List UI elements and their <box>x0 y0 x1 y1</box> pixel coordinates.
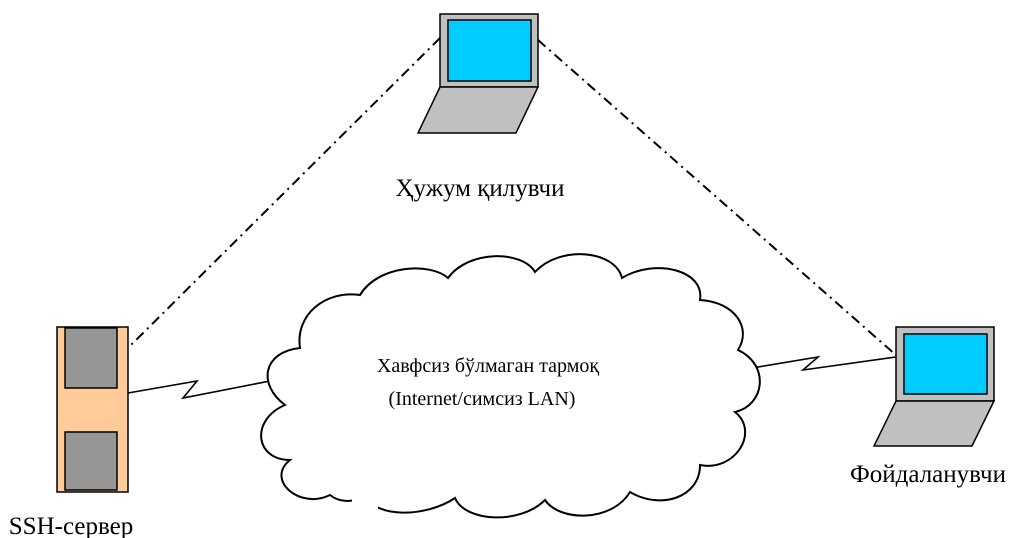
link-attacker-user <box>537 39 898 357</box>
server-icon <box>56 326 129 493</box>
network-cloud: Хавфсиз бўлмаган тармоқ (Internet/симсиз… <box>260 253 761 519</box>
link-network-user <box>751 355 897 372</box>
user-laptop-keyboard <box>872 400 996 447</box>
attacker-laptop-icon <box>416 13 540 134</box>
attacker-laptop-keyboard <box>416 86 540 134</box>
user-laptop-screen <box>903 333 988 395</box>
server-panel-bottom <box>64 431 118 491</box>
cloud-gap <box>352 493 378 511</box>
network-links <box>127 355 897 400</box>
network-label-line1: Хавфсиз бўлмаган тармоқ <box>377 355 599 377</box>
cloud-shape <box>260 253 761 519</box>
link-attacker-server <box>127 37 441 349</box>
server-label: SSH-сервер <box>9 513 133 538</box>
attacker-laptop-screen <box>447 19 532 82</box>
network-label-line2: (Internet/симсиз LAN) <box>389 388 576 410</box>
user-label: Фойдаланувчи <box>850 461 1006 488</box>
user-laptop-icon <box>872 326 996 447</box>
server-panel-top <box>64 327 118 389</box>
attacker-links <box>127 37 898 357</box>
link-server-network <box>127 379 271 400</box>
attacker-label: Ҳужум қилувчи <box>395 175 564 202</box>
